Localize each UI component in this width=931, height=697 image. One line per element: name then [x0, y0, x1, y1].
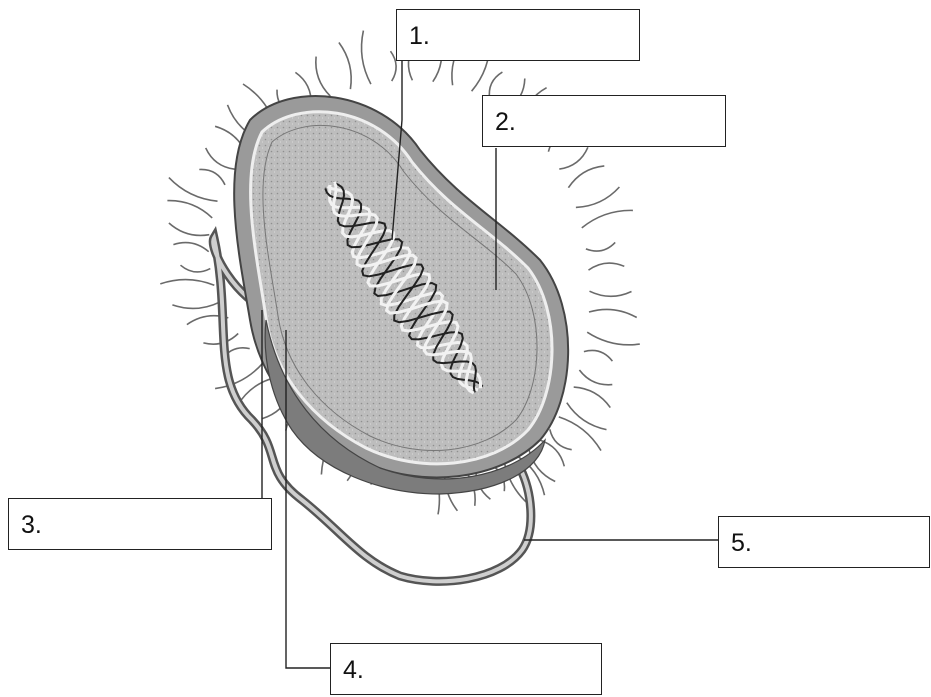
pilus — [579, 370, 612, 385]
pilus — [559, 147, 588, 169]
label-number-5: 5. — [731, 529, 752, 558]
pilus — [173, 243, 208, 252]
pilus — [181, 265, 211, 272]
pilus — [169, 178, 218, 202]
pilus — [589, 309, 637, 317]
pilus — [574, 387, 611, 408]
label-number-1: 1. — [409, 22, 430, 51]
pilus — [582, 210, 633, 228]
pilus — [559, 417, 601, 451]
label-box-1[interactable]: 1. — [396, 9, 640, 61]
pilus — [567, 403, 607, 430]
pilus — [339, 43, 351, 90]
pilus — [568, 166, 604, 188]
label-number-2: 2. — [495, 108, 516, 137]
label-box-5[interactable]: 5. — [718, 516, 930, 568]
label-box-4[interactable]: 4. — [330, 643, 602, 695]
pilus — [160, 280, 214, 286]
pilus — [167, 201, 212, 218]
pilus — [587, 332, 640, 345]
pilus — [586, 242, 615, 251]
pilus — [590, 291, 632, 296]
pilus — [589, 263, 625, 270]
pilus — [584, 350, 613, 361]
label-box-2[interactable]: 2. — [482, 95, 726, 147]
label-number-3: 3. — [21, 511, 42, 540]
label-number-4: 4. — [343, 656, 364, 685]
pilus — [169, 223, 209, 235]
pilus — [576, 187, 620, 207]
pilus — [199, 169, 225, 184]
pilus — [362, 31, 371, 85]
pilus — [206, 148, 235, 169]
pilus — [316, 57, 330, 97]
pilus — [172, 302, 220, 309]
label-box-3[interactable]: 3. — [8, 498, 272, 550]
